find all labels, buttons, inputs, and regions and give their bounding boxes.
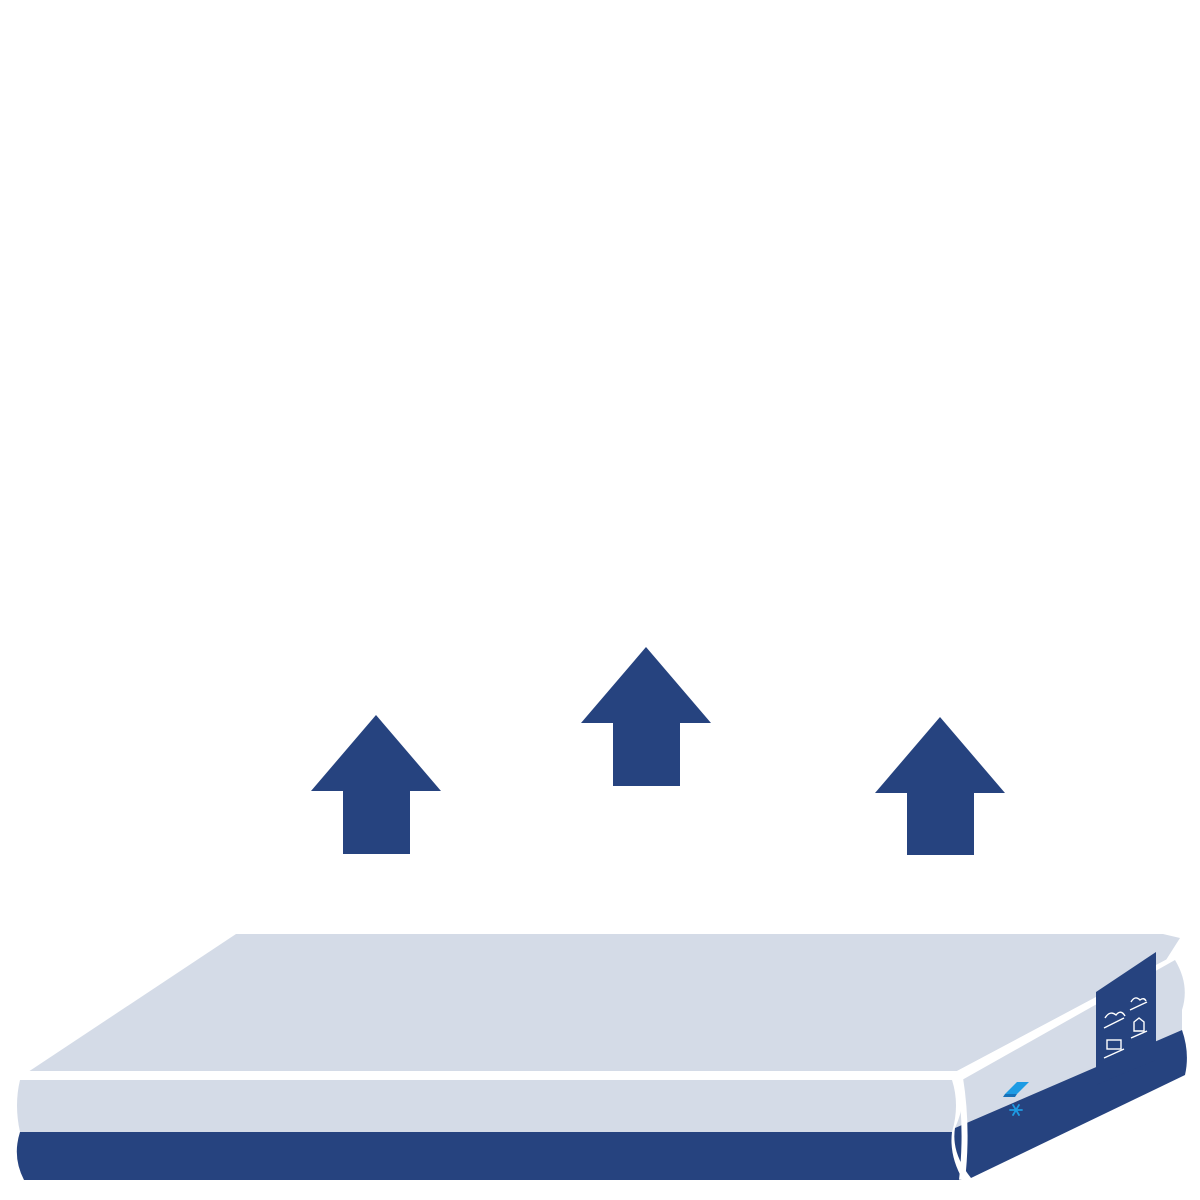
care-label [1096, 952, 1156, 1085]
care-icon-1 [1103, 1011, 1126, 1029]
accent-emblem-shade [1003, 1094, 1017, 1097]
arrow-up-center-icon [581, 647, 711, 786]
snowflake-icon [1009, 1104, 1023, 1116]
care-icon-3 [1103, 1039, 1125, 1059]
arrow-up-left-icon [311, 715, 441, 854]
care-icon-2 [1129, 997, 1148, 1011]
accent-emblem [1005, 1082, 1029, 1094]
mattress-top [28, 934, 1180, 1072]
arrow-up-right-icon [875, 717, 1005, 855]
mattress-front-face [16, 1080, 964, 1180]
care-icon-4 [1130, 1017, 1148, 1039]
